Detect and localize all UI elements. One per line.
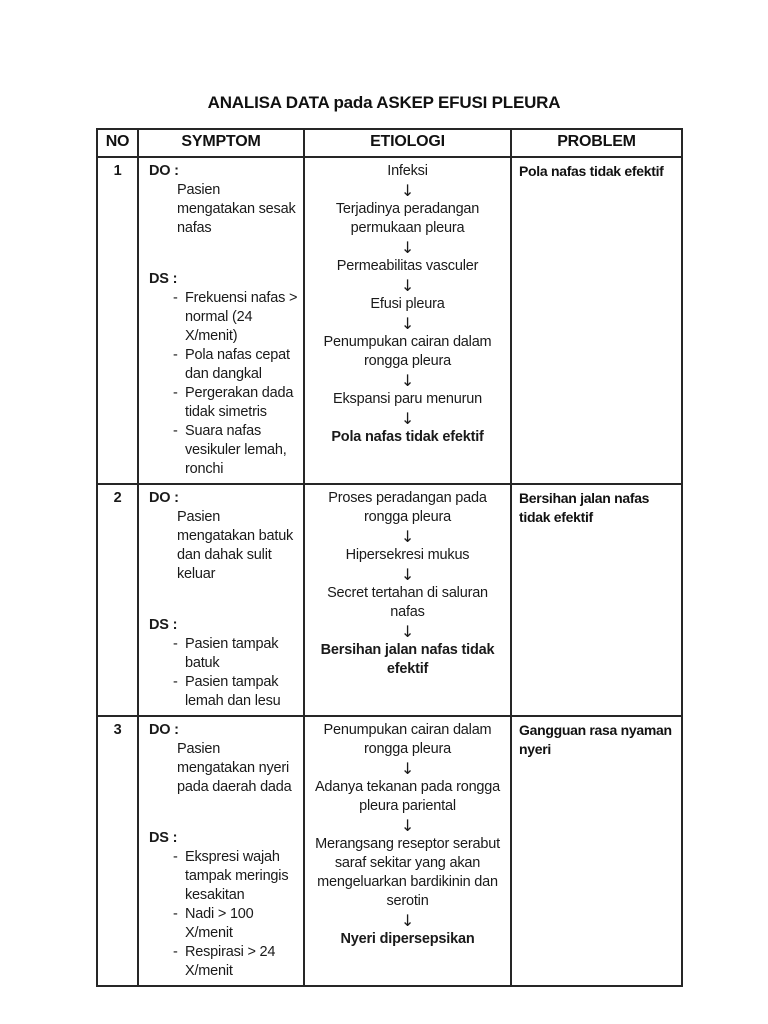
column-header-problem: PROBLEM bbox=[510, 128, 683, 158]
do-text: Pasien mengatakan nyeri pada daerah dada bbox=[177, 741, 292, 795]
ds-item-text: Respirasi > 24 X/menit bbox=[185, 944, 276, 979]
etiologi-step: Penumpukan cairan dalam rongga pleura bbox=[323, 334, 492, 369]
ds-list-item: - Pergerakan dada tidak simetris bbox=[173, 384, 299, 422]
symptom-cell: DO : Pasien mengatakan nyeri pada daerah… bbox=[137, 715, 305, 987]
down-arrow-icon: ↓ bbox=[400, 622, 415, 641]
list-dash: - bbox=[173, 636, 178, 652]
etiologi-step: Efusi pleura bbox=[370, 296, 445, 312]
ds-list-item: - Frekuensi nafas > normal (24 X/menit) bbox=[173, 289, 299, 346]
problem-cell: Gangguan rasa nyaman nyeri bbox=[510, 715, 683, 987]
list-dash: - bbox=[173, 290, 178, 306]
problem-cell: Pola nafas tidak efektif bbox=[510, 156, 683, 485]
do-label: DO : bbox=[149, 163, 179, 179]
ds-list-item: - Suara nafas vesikuler lemah, ronchi bbox=[173, 422, 299, 479]
down-arrow-icon: ↓ bbox=[400, 527, 415, 546]
list-dash: - bbox=[173, 906, 178, 922]
ds-item-text: Pasien tampak lemah dan lesu bbox=[185, 674, 281, 709]
ds-item-text: Nadi > 100 X/menit bbox=[185, 906, 254, 941]
etiologi-result: Bersihan jalan nafas tidak efektif bbox=[320, 642, 495, 677]
list-dash: - bbox=[173, 347, 178, 363]
etiologi-step: Permeabilitas vasculer bbox=[336, 258, 479, 274]
do-label: DO : bbox=[149, 490, 179, 506]
do-text: Pasien mengatakan batuk dan dahak sulit … bbox=[177, 509, 294, 582]
down-arrow-icon: ↓ bbox=[400, 314, 415, 333]
etiologi-step: Terjadinya peradangan permukaan pleura bbox=[335, 201, 480, 236]
do-label: DO : bbox=[149, 722, 179, 738]
analisa-data-table: NO SYMPTOM ETIOLOGI PROBLEM 1 DO : Pasie… bbox=[96, 128, 683, 987]
symptom-cell: DO : Pasien mengatakan sesak nafas DS : … bbox=[137, 156, 305, 485]
ds-item-text: Frekuensi nafas > normal (24 X/menit) bbox=[185, 290, 298, 344]
ds-list-item: - Pasien tampak lemah dan lesu bbox=[173, 673, 299, 711]
list-dash: - bbox=[173, 385, 178, 401]
etiologi-step: Adanya tekanan pada rongga pleura parien… bbox=[314, 779, 501, 814]
etiologi-cell: Penumpukan cairan dalam rongga pleura ↓ … bbox=[303, 715, 512, 987]
etiologi-cell: Infeksi ↓ Terjadinya peradangan permukaa… bbox=[303, 156, 512, 485]
down-arrow-icon: ↓ bbox=[400, 565, 415, 584]
table-row: 1 DO : Pasien mengatakan sesak nafas DS … bbox=[96, 156, 683, 485]
ds-list-item: - Pasien tampak batuk bbox=[173, 635, 299, 673]
list-dash: - bbox=[173, 674, 178, 690]
do-text: Pasien mengatakan sesak nafas bbox=[177, 182, 296, 236]
ds-item-text: Pergerakan dada tidak simetris bbox=[185, 385, 294, 420]
list-dash: - bbox=[173, 944, 178, 960]
column-header-etiologi: ETIOLOGI bbox=[303, 128, 512, 158]
etiologi-cell: Proses peradangan pada rongga pleura ↓ H… bbox=[303, 483, 512, 717]
etiologi-step: Infeksi bbox=[387, 163, 428, 179]
etiologi-step: Merangsang reseptor serabut saraf sekita… bbox=[315, 836, 500, 909]
etiologi-step: Ekspansi paru menurun bbox=[333, 391, 482, 407]
table-header-row: NO SYMPTOM ETIOLOGI PROBLEM bbox=[96, 128, 683, 158]
etiologi-result: Nyeri dipersepsikan bbox=[340, 931, 475, 947]
table-row: 2 DO : Pasien mengatakan batuk dan dahak… bbox=[96, 483, 683, 717]
etiologi-step: Proses peradangan pada rongga pleura bbox=[328, 490, 487, 525]
etiologi-step: Hipersekresi mukus bbox=[345, 547, 470, 563]
ds-item-text: Pola nafas cepat dan dangkal bbox=[185, 347, 290, 382]
down-arrow-icon: ↓ bbox=[400, 911, 415, 930]
ds-label: DS : bbox=[149, 830, 178, 846]
list-dash: - bbox=[173, 423, 178, 439]
ds-label: DS : bbox=[149, 271, 178, 287]
down-arrow-icon: ↓ bbox=[400, 276, 415, 295]
down-arrow-icon: ↓ bbox=[400, 759, 415, 778]
ds-item-text: Pasien tampak batuk bbox=[185, 636, 279, 671]
ds-list-item: - Ekspresi wajah tampak meringis kesakit… bbox=[173, 848, 299, 905]
ds-item-text: Ekspresi wajah tampak meringis kesakitan bbox=[185, 849, 289, 903]
symptom-cell: DO : Pasien mengatakan batuk dan dahak s… bbox=[137, 483, 305, 717]
etiologi-result: Pola nafas tidak efektif bbox=[331, 429, 484, 445]
page-title: ANALISA DATA pada ASKEP EFUSI PLEURA bbox=[207, 93, 561, 112]
list-dash: - bbox=[173, 849, 178, 865]
row-number: 2 bbox=[96, 483, 139, 717]
ds-list-item: - Pola nafas cepat dan dangkal bbox=[173, 346, 299, 384]
column-header-no: NO bbox=[96, 128, 139, 158]
row-number: 3 bbox=[96, 715, 139, 987]
table-row: 3 DO : Pasien mengatakan nyeri pada daer… bbox=[96, 715, 683, 987]
column-header-symptom: SYMPTOM bbox=[137, 128, 305, 158]
down-arrow-icon: ↓ bbox=[400, 181, 415, 200]
down-arrow-icon: ↓ bbox=[400, 409, 415, 428]
etiologi-step: Secret tertahan di saluran nafas bbox=[327, 585, 488, 620]
ds-list-item: - Nadi > 100 X/menit bbox=[173, 905, 299, 943]
ds-label: DS : bbox=[149, 617, 178, 633]
row-number: 1 bbox=[96, 156, 139, 485]
problem-cell: Bersihan jalan nafas tidak efektif bbox=[510, 483, 683, 717]
down-arrow-icon: ↓ bbox=[400, 238, 415, 257]
ds-item-text: Suara nafas vesikuler lemah, ronchi bbox=[185, 423, 287, 477]
down-arrow-icon: ↓ bbox=[400, 816, 415, 835]
ds-list-item: - Respirasi > 24 X/menit bbox=[173, 943, 299, 981]
etiologi-step: Penumpukan cairan dalam rongga pleura bbox=[323, 722, 492, 757]
down-arrow-icon: ↓ bbox=[400, 371, 415, 390]
